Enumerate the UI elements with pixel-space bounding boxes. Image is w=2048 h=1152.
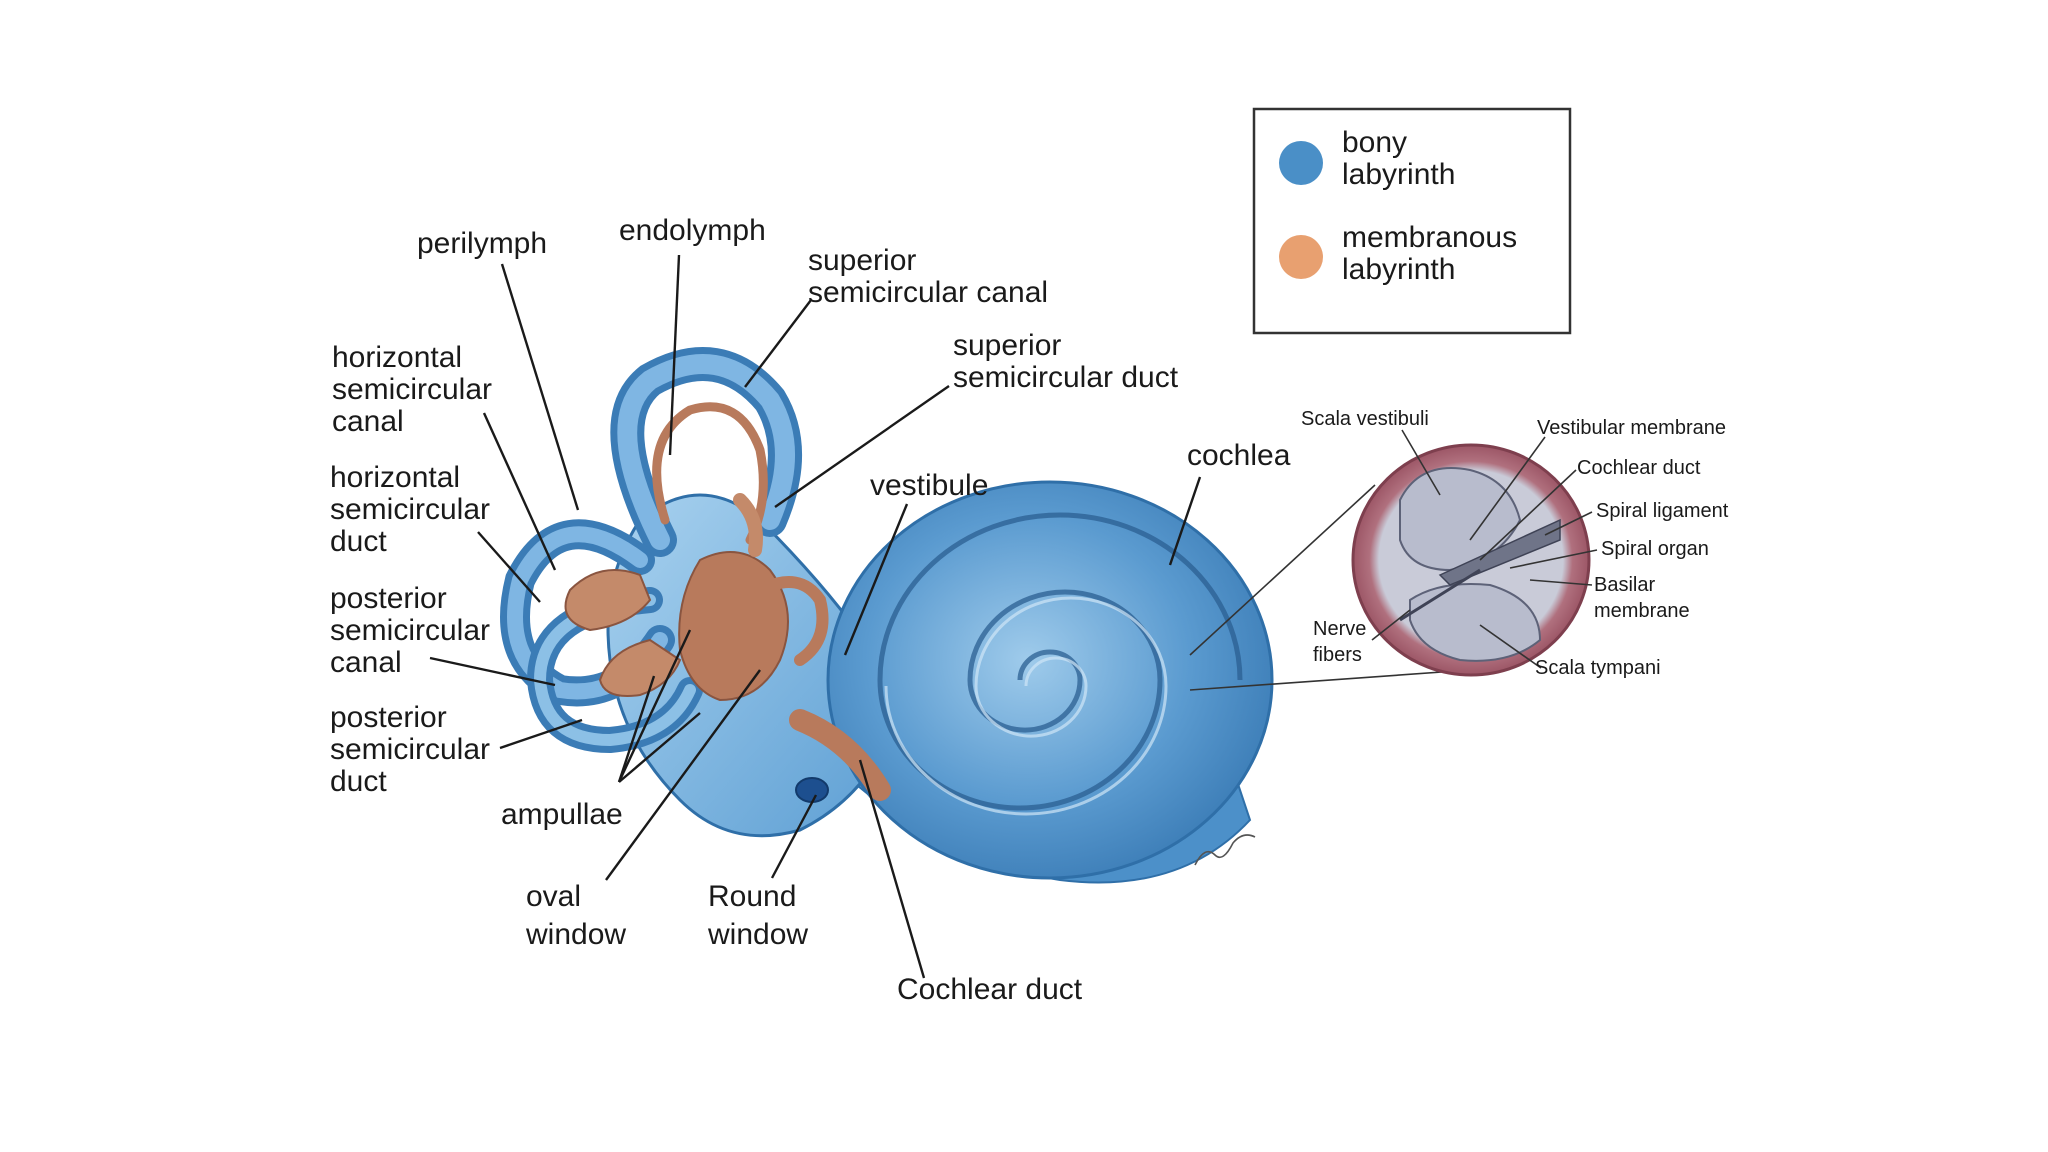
cs-label-scala-vestibuli: Scala vestibuli: [1301, 408, 1429, 430]
round-window: [795, 777, 829, 803]
label-round-window-line2: window: [707, 918, 808, 951]
label-posterior-duct-line1: posterior: [330, 701, 447, 734]
cs-label-nerve-fibers-line1: Nerve: [1313, 618, 1366, 640]
labels: perilymph endolymph superior semicircula…: [330, 214, 1729, 1006]
cs-label-scala-tympani: Scala tympani: [1535, 657, 1661, 679]
label-horizontal-duct-line3: duct: [330, 525, 387, 558]
label-superior-duct-line2: semicircular duct: [953, 361, 1179, 394]
label-round-window-line1: Round: [708, 880, 796, 913]
label-posterior-canal-line2: semicircular: [330, 614, 490, 647]
cross-section-connector-bottom: [1189, 669, 1471, 691]
label-superior-duct-line1: superior: [953, 329, 1061, 362]
label-horizontal-canal-line3: canal: [332, 405, 404, 438]
label-ampullae: ampullae: [501, 798, 623, 831]
label-superior-canal-line2: semicircular canal: [808, 276, 1048, 309]
legend-membranous-line1: membranous: [1342, 221, 1517, 254]
legend-swatch-membranous: [1279, 235, 1323, 279]
artist-signature: [1194, 834, 1256, 866]
label-posterior-duct-line2: semicircular: [330, 733, 490, 766]
label-cochlea: cochlea: [1187, 439, 1291, 472]
cs-label-spiral-organ: Spiral organ: [1601, 538, 1709, 560]
label-posterior-canal-line1: posterior: [330, 582, 447, 615]
label-endolymph: endolymph: [619, 214, 766, 247]
label-horizontal-duct-line2: semicircular: [330, 493, 490, 526]
cs-label-basilar-membrane-line1: Basilar: [1594, 574, 1655, 596]
membranous-labyrinth: [564, 402, 891, 801]
cochlea: [826, 480, 1274, 880]
cross-section-connector-top: [1189, 484, 1376, 656]
label-posterior-canal-line3: canal: [330, 646, 402, 679]
cochlea-cross-section: [1189, 443, 1591, 691]
label-perilymph: perilymph: [417, 227, 547, 260]
cs-label-basilar-membrane-line2: membrane: [1594, 600, 1690, 622]
legend-bony-line2: labyrinth: [1342, 158, 1455, 191]
legend: bony labyrinth membranous labyrinth: [1252, 107, 1572, 335]
label-posterior-duct-line3: duct: [330, 765, 387, 798]
cs-label-nerve-fibers-line2: fibers: [1313, 644, 1362, 666]
labyrinth-illustration: [500, 347, 1274, 884]
cs-label-vestibular-membrane: Vestibular membrane: [1537, 417, 1726, 439]
label-oval-window-line1: oval: [526, 880, 581, 913]
cs-label-cochlear-duct: Cochlear duct: [1577, 457, 1701, 479]
legend-swatch-bony: [1279, 141, 1323, 185]
label-superior-canal-line1: superior: [808, 244, 916, 277]
legend-membranous-line2: labyrinth: [1342, 253, 1455, 286]
leader-lines: [429, 254, 1598, 979]
label-horizontal-canal-line2: semicircular: [332, 373, 492, 406]
label-cochlear-duct: Cochlear duct: [897, 973, 1083, 1006]
label-horizontal-canal-line1: horizontal: [332, 341, 462, 374]
label-oval-window-line2: window: [525, 918, 626, 951]
label-vestibule: vestibule: [870, 469, 988, 502]
legend-bony-line1: bony: [1342, 126, 1407, 159]
cs-label-spiral-ligament: Spiral ligament: [1596, 500, 1729, 522]
label-horizontal-duct-line1: horizontal: [330, 461, 460, 494]
